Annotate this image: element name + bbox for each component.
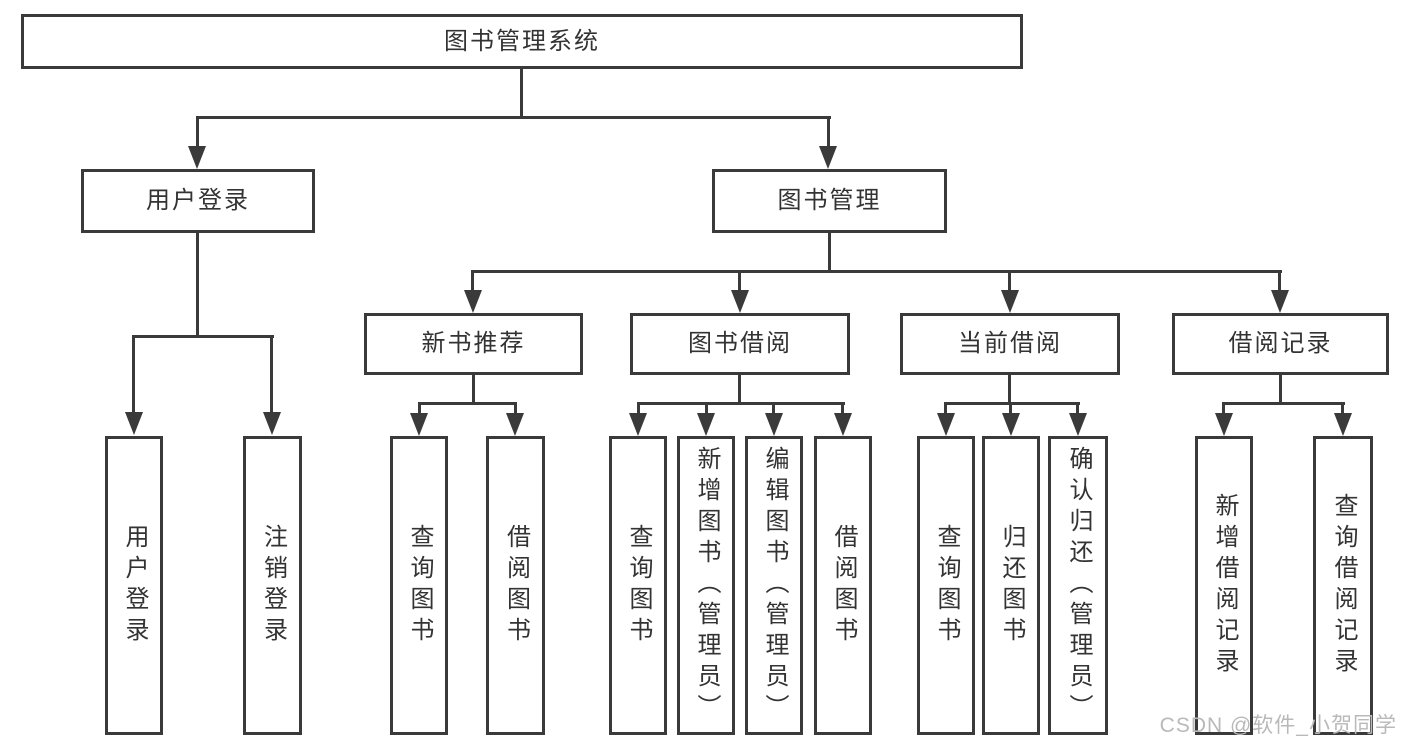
leaf-recommend-borrow-books-label: 借阅图书 <box>502 523 530 648</box>
arrow-down-icon <box>1002 413 1020 436</box>
connector-branch-stem <box>1008 270 1011 292</box>
connector-stem <box>520 69 523 118</box>
node-root: 图书管理系统 <box>21 14 1023 69</box>
connector-branch-stem <box>637 402 640 415</box>
connector-branch-stem <box>1341 402 1344 415</box>
connector-branch-stem <box>944 402 947 415</box>
node-book-borrowing-label: 图书借阅 <box>688 330 792 357</box>
leaf-user-login-label: 用户登录 <box>121 523 148 648</box>
leaf-user-login: 用户登录 <box>105 436 163 735</box>
node-book-management-label: 图书管理 <box>777 187 882 214</box>
connector-branch-stem <box>132 335 135 412</box>
arrow-down-icon <box>819 146 837 169</box>
node-book-borrowing: 图书借阅 <box>630 313 850 375</box>
node-new-book-recommend: 新书推荐 <box>364 313 583 375</box>
arrow-down-icon <box>1334 413 1352 436</box>
arrow-down-icon <box>697 413 715 436</box>
leaf-current-query-books: 查询图书 <box>917 436 975 735</box>
node-user-login-label: 用户登录 <box>146 187 250 214</box>
leaf-recommend-query-books-label: 查询图书 <box>406 523 433 648</box>
connector-stem <box>1008 375 1011 404</box>
connector-branch-stem <box>1222 402 1225 415</box>
connector-branch-stem <box>841 402 844 415</box>
arrow-down-icon <box>125 412 143 435</box>
connector-stem <box>196 233 199 337</box>
leaf-add-borrow-record-label: 新增借阅记录 <box>1211 492 1238 679</box>
connector-branch-stem <box>827 116 830 148</box>
arrow-down-icon <box>188 146 206 169</box>
connector-branch-stem <box>471 270 474 292</box>
leaf-return-books: 归还图书 <box>982 436 1040 735</box>
node-borrowing-records: 借阅记录 <box>1172 313 1389 375</box>
arrow-down-icon <box>1001 290 1019 313</box>
node-root-label: 图书管理系统 <box>444 27 600 55</box>
arrow-down-icon <box>629 413 647 436</box>
arrow-down-icon <box>1215 413 1233 436</box>
connector-branch-stem <box>1278 270 1281 292</box>
node-book-management: 图书管理 <box>712 169 947 233</box>
leaf-add-borrow-record: 新增借阅记录 <box>1195 436 1253 735</box>
connector-branch-stem <box>705 402 708 415</box>
arrow-down-icon <box>765 413 783 436</box>
connector-branch-stem <box>514 402 517 415</box>
leaf-logout-label: 注销登录 <box>259 523 287 648</box>
leaf-current-query-books-label: 查询图书 <box>933 523 960 648</box>
leaf-confirm-return-admin: 确认归还（管理员） <box>1048 436 1108 735</box>
arrow-down-icon <box>937 413 955 436</box>
arrow-down-icon <box>1271 290 1289 313</box>
leaf-borrowing-query-books: 查询图书 <box>609 436 667 735</box>
leaf-add-books-admin: 新增图书（管理员） <box>677 436 735 735</box>
connector-branch-stem <box>196 116 199 148</box>
leaf-return-books-label: 归还图书 <box>998 523 1025 648</box>
leaf-recommend-borrow-books: 借阅图书 <box>486 436 545 735</box>
connector-crossbar <box>1222 402 1345 405</box>
connector-branch-stem <box>418 402 421 415</box>
leaf-add-books-admin-label: 新增图书（管理员） <box>693 446 720 725</box>
leaf-confirm-return-admin-label: 确认归还（管理员） <box>1065 446 1092 725</box>
connector-stem <box>738 375 741 404</box>
leaf-edit-books-admin: 编辑图书（管理员） <box>745 436 803 735</box>
node-user-login: 用户登录 <box>81 169 315 233</box>
connector-crossbar <box>637 402 845 405</box>
leaf-borrowing-query-books-label: 查询图书 <box>625 523 652 648</box>
connector-crossbar <box>945 402 1080 405</box>
leaf-query-borrow-record-label: 查询借阅记录 <box>1330 492 1357 679</box>
node-current-borrowing-label: 当前借阅 <box>958 330 1062 357</box>
arrow-down-icon <box>834 413 852 436</box>
connector-crossbar <box>418 402 517 405</box>
connector-branch-stem <box>772 402 775 415</box>
connector-stem <box>472 375 475 404</box>
connector-crossbar <box>471 270 1282 273</box>
arrow-down-icon <box>506 413 524 436</box>
connector-branch-stem <box>270 335 273 412</box>
arrow-down-icon <box>464 290 482 313</box>
csdn-watermark: CSDN @软件_小贺同学 <box>1159 714 1397 737</box>
arrow-down-icon <box>1069 413 1087 436</box>
arrow-down-icon <box>263 412 281 435</box>
leaf-query-borrow-record: 查询借阅记录 <box>1313 436 1373 735</box>
leaf-borrowing-borrow-books: 借阅图书 <box>814 436 872 735</box>
connector-branch-stem <box>738 270 741 292</box>
leaf-recommend-query-books: 查询图书 <box>390 436 448 735</box>
arrow-down-icon <box>410 413 428 436</box>
connector-stem <box>1279 375 1282 404</box>
connector-branch-stem <box>1076 402 1079 415</box>
connector-branch-stem <box>1009 402 1012 415</box>
connector-crossbar <box>196 116 831 119</box>
node-borrowing-records-label: 借阅记录 <box>1228 330 1333 357</box>
leaf-logout: 注销登录 <box>243 436 302 735</box>
leaf-edit-books-admin-label: 编辑图书（管理员） <box>761 446 788 725</box>
leaf-borrowing-borrow-books-label: 借阅图书 <box>830 523 857 648</box>
connector-stem <box>828 233 831 273</box>
arrow-down-icon <box>731 290 749 313</box>
node-new-book-recommend-label: 新书推荐 <box>421 330 526 357</box>
connector-crossbar <box>132 335 274 338</box>
node-current-borrowing: 当前借阅 <box>900 313 1120 375</box>
